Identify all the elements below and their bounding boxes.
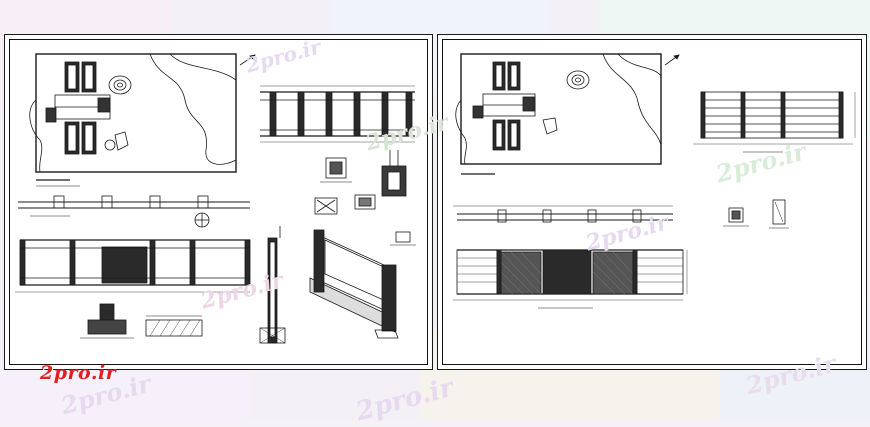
site-plan xyxy=(29,53,237,181)
plan-strip xyxy=(453,205,673,223)
section-detail-a xyxy=(723,207,749,227)
pillar-section xyxy=(259,226,286,344)
drawing-sheet-right xyxy=(437,34,867,370)
site-plan xyxy=(455,53,662,175)
cad-drawing-right xyxy=(453,53,856,309)
footing-detail-b xyxy=(145,315,203,337)
sheet-frame xyxy=(442,39,862,365)
fence-elevation-top xyxy=(693,91,856,153)
cad-drawing-left xyxy=(15,53,416,344)
drawing-sheet-left xyxy=(4,34,433,370)
site-logo[interactable]: 2pro.ir xyxy=(40,362,117,384)
pillar-detail-a xyxy=(320,157,352,183)
sheet-frame xyxy=(9,39,428,365)
pillar-detail-b xyxy=(381,150,407,197)
footing-detail-a xyxy=(80,303,134,339)
fence-elevation-bottom xyxy=(453,249,688,309)
north-arrow xyxy=(664,54,680,66)
section-marker xyxy=(194,212,210,228)
fence-elevation-top xyxy=(260,85,415,143)
section-detail-b xyxy=(769,199,789,229)
pillar-detail-d xyxy=(354,194,376,210)
cap-detail xyxy=(390,231,416,246)
fence-3d-view xyxy=(309,229,399,339)
north-arrow xyxy=(239,54,256,66)
plan-strip xyxy=(18,195,250,217)
fence-elevation-bottom xyxy=(15,239,251,293)
pillar-detail-c xyxy=(314,197,338,215)
